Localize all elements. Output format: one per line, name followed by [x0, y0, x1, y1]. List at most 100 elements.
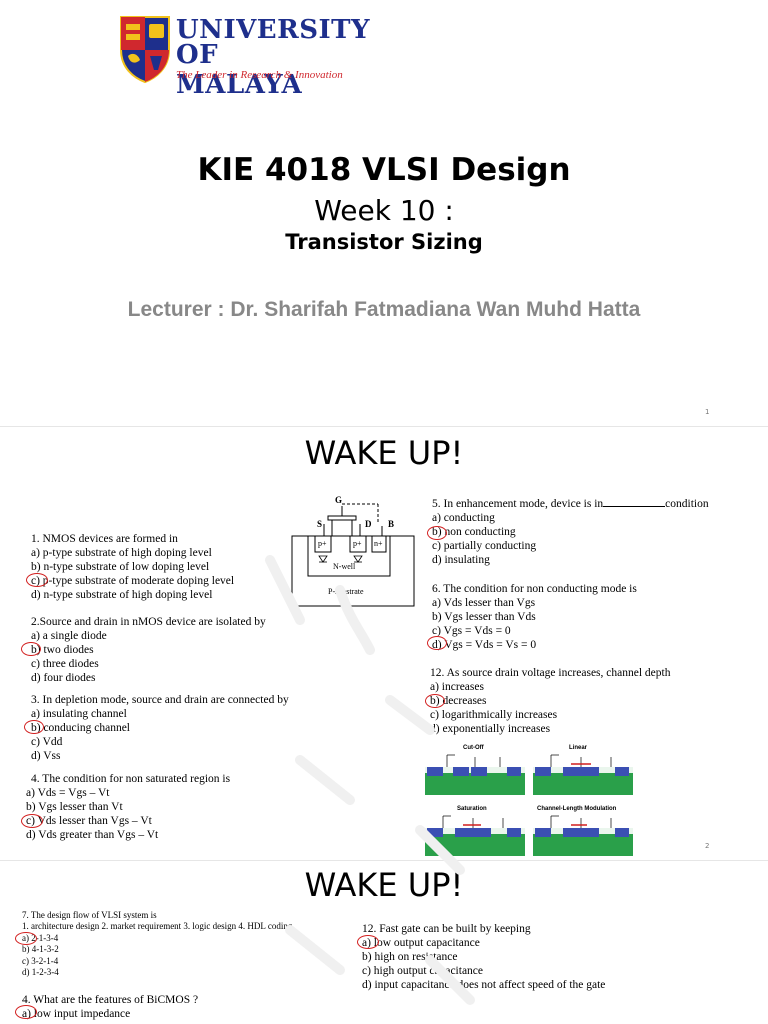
answer-circle-q2 [21, 642, 41, 656]
mini-clm-label: Channel-Length Modulation [537, 806, 617, 812]
q12b-option-b: b) high on resistance [362, 951, 458, 963]
q2-option-a: a) a single diode [31, 630, 107, 642]
mini-diagram-channel-length-modulation: Channel-Length Modulation [533, 806, 643, 858]
q12b-option-a: a) low output capacitance [362, 937, 480, 949]
q5-blank [603, 498, 666, 507]
q2-option-d: d) four diodes [31, 672, 96, 684]
q2-option-b: b) two diodes [31, 644, 94, 656]
diagram-body-label: B [388, 519, 395, 529]
q12-option-b: b) decreases [430, 695, 487, 707]
topic-title: Transistor Sizing [285, 230, 483, 254]
mini-clm-svg [533, 815, 633, 856]
q4-option-c: c) Vds lesser than Vgs – Vt [26, 815, 152, 827]
q6-option-c: c) Vgs = Vds = 0 [432, 625, 511, 637]
q6-option-a: a) Vds lesser than Vgs [432, 597, 536, 609]
mini-saturation-label: Saturation [457, 806, 487, 812]
slide3-title: WAKE UP! [304, 866, 464, 904]
q7-option-b: b) 4-1-3-2 [22, 944, 59, 955]
answer-circle-q4b [15, 1005, 37, 1019]
logo-tagline: The Leader in Research & Innovation [176, 69, 343, 81]
diagram-source-label: S [317, 519, 323, 529]
slide-separator [0, 860, 768, 861]
answer-circle-q7 [15, 932, 37, 945]
q3-option-a: a) insulating channel [31, 708, 127, 720]
slide-separator [0, 426, 768, 427]
question-12-fast-gate: 12. Fast gate can be built by keeping a)… [362, 922, 605, 992]
q1-option-c: c) p-type substrate of moderate doping l… [31, 575, 235, 587]
pmos-cross-section-diagram: G S D B p+ p+ n+ N-well P-substrate [288, 495, 418, 608]
question-12-text: 12. As source drain voltage increases, c… [430, 667, 671, 679]
q12-option-c: c) logarithmically increases [430, 709, 558, 721]
question-1-text: 1. NMOS devices are formed in [31, 533, 178, 545]
q6-option-b: b) Vgs lesser than Vds [432, 611, 536, 623]
q12b-option-d: d) input capacitance does not affect spe… [362, 979, 606, 991]
q5-option-b: b) non conducting [432, 526, 516, 538]
question-6-text: 6. The condition for non conducting mode… [432, 583, 637, 595]
question-4-text: 4. The condition for non saturated regio… [31, 773, 231, 785]
q4b-option-a: a) low input impedance [22, 1008, 131, 1020]
question-3: 3. In depletion mode, source and drain a… [31, 693, 289, 763]
q4-option-d: d) Vds greater than Vgs – Vt [26, 829, 159, 841]
answer-circle-q6 [427, 636, 447, 650]
answer-circle-q1 [26, 573, 48, 587]
q4-option-b: b) Vgs lesser than Vt [26, 801, 123, 813]
question-3-text: 3. In depletion mode, source and drain a… [31, 694, 289, 706]
q12-option-d: d) exponentially increases [430, 723, 551, 735]
page-number-1: 1 [705, 408, 710, 416]
q1-option-d: d) n-type substrate of high doping level [31, 589, 213, 601]
page-number-2: 2 [705, 842, 710, 850]
q5-suffix: condition [665, 498, 709, 510]
q7-option-a: a) 2-1-3-4 [22, 932, 59, 943]
q7-option-d: d) 1-2-3-4 [22, 967, 59, 978]
question-4-bicmos: 4. What are the features of BiCMOS ? a) … [22, 993, 198, 1021]
q7-steps: 1. architecture design 2. market require… [22, 921, 293, 932]
diagram-drain-label: D [365, 519, 372, 529]
logo-name-line1: UNIVERSITY [176, 15, 371, 45]
title-slide: UNIVERSITY OF MALAYA The Leader in Resea… [0, 0, 768, 426]
mini-diagram-linear: Linear [533, 745, 643, 797]
question-6: 6. The condition for non conducting mode… [432, 582, 637, 652]
q6-option-d: d) Vgs = Vds = Vs = 0 [432, 639, 537, 651]
q12b-option-c: c) high output capacitance [362, 965, 484, 977]
week-title: Week 10 : [314, 194, 454, 227]
diagram-nwell-label: N-well [333, 562, 356, 571]
mini-linear-label: Linear [569, 745, 588, 751]
cross-section-svg [291, 503, 415, 607]
lecturer-name: Lecturer : Dr. Sharifah Fatmadiana Wan M… [127, 298, 641, 321]
mini-diagram-cutoff: Cut-Off [425, 745, 535, 797]
mini-cutoff-svg [425, 754, 525, 795]
mini-linear-svg [533, 754, 633, 795]
answer-circle-q12b [357, 935, 379, 949]
q3-option-b: b) conducing channel [31, 722, 130, 734]
question-4: 4. The condition for non saturated regio… [26, 772, 230, 842]
q2-option-c: c) three diodes [31, 658, 99, 670]
diagram-pplus-1: p+ [318, 539, 327, 548]
q5-option-a: a) conducting [432, 512, 495, 524]
answer-circle-q12 [425, 694, 445, 708]
q3-option-c: c) Vdd [31, 736, 63, 748]
answer-circle-q3 [24, 720, 44, 734]
q5-option-d: d) insulating [432, 554, 490, 566]
mini-cutoff-label: Cut-Off [463, 745, 484, 751]
q1-option-b: b) n-type substrate of low doping level [31, 561, 210, 573]
question-2-text: 2.Source and drain in nMOS device are is… [31, 616, 266, 628]
course-title: KIE 4018 VLSI Design [197, 152, 571, 188]
question-12-fast-gate-text: 12. Fast gate can be built by keeping [362, 923, 531, 935]
q12-option-a: a) increases [430, 681, 484, 693]
q1-option-a: a) p-type substrate of high doping level [31, 547, 212, 559]
diagram-psub-label: P-substrate [328, 587, 364, 596]
q7-option-c: c) 3-2-1-4 [22, 955, 59, 966]
question-7: 7. The design flow of VLSI system is 1. … [22, 910, 292, 978]
q3-option-d: d) Vss [31, 750, 61, 762]
diagram-nplus: n+ [374, 539, 383, 548]
mini-saturation-svg [425, 815, 525, 856]
question-2: 2.Source and drain in nMOS device are is… [31, 615, 266, 685]
answer-circle-q4 [21, 814, 43, 828]
question-4-bicmos-text: 4. What are the features of BiCMOS ? [22, 994, 199, 1006]
diagram-gate-label: G [335, 495, 343, 505]
answer-circle-q5 [427, 526, 447, 540]
university-logo: UNIVERSITY OF MALAYA The Leader in Resea… [118, 14, 370, 100]
crest-icon [120, 16, 170, 84]
